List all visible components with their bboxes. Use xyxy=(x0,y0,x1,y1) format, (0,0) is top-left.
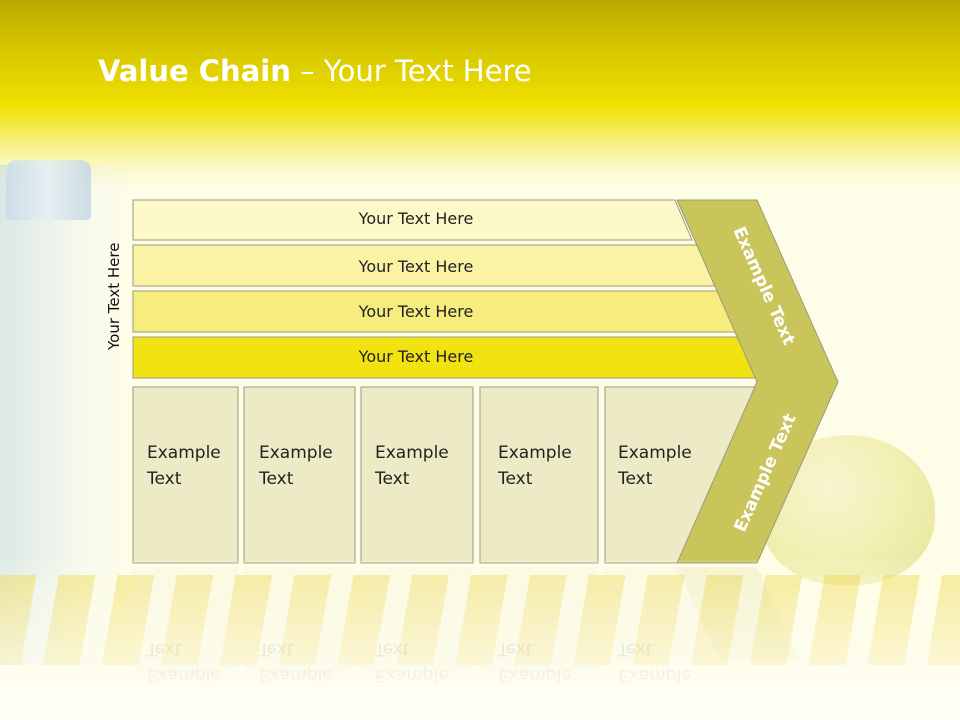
example-box-1-shape xyxy=(132,386,239,564)
slide-title: Value Chain – Your Text Here xyxy=(98,54,532,88)
bottle-cap-image xyxy=(6,160,91,220)
example-box-3-shape xyxy=(360,386,474,564)
value-row-4-label: Your Text Here xyxy=(358,347,474,366)
bottom-fade-overlay xyxy=(0,560,960,720)
value-row-1-label: Your Text Here xyxy=(358,209,474,228)
header-band xyxy=(0,0,960,190)
value-row-3-label: Your Text Here xyxy=(358,302,474,321)
value-row-1-shape xyxy=(132,199,693,241)
example-box-2-shape xyxy=(243,386,356,564)
example-box-4-shape xyxy=(479,386,599,564)
value-row-2-label: Your Text Here xyxy=(358,257,474,276)
